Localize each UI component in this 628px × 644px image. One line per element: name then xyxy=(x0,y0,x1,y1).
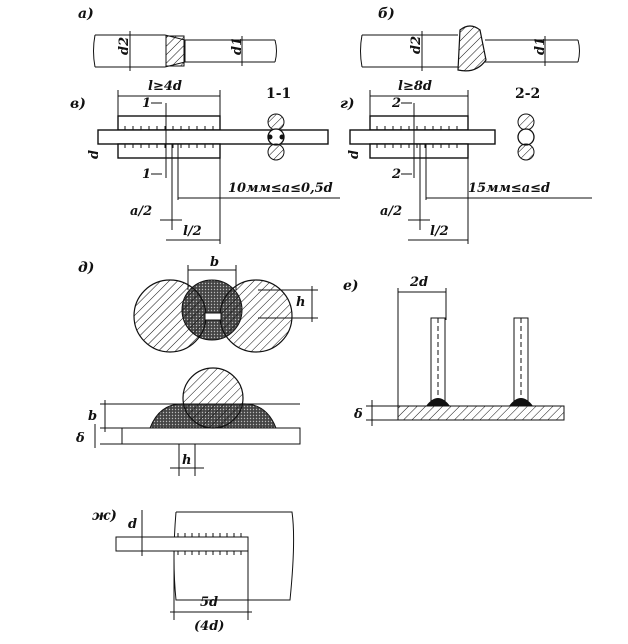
dim-delta-d: δ xyxy=(75,431,85,446)
panel-label-b: б) xyxy=(378,6,395,22)
panel-zh: ж) d 5d (4d) xyxy=(92,508,295,634)
dim-delta-e: δ xyxy=(353,407,363,422)
dim-d-g: d xyxy=(347,150,362,159)
zh-length: 5d xyxy=(200,595,218,610)
v-length-label: l≥4d xyxy=(148,79,182,94)
panel-b: б) d2 d1 xyxy=(360,6,580,72)
panel-label-zh: ж) xyxy=(92,508,117,524)
v-condition: 10мм≤a≤0,5d xyxy=(228,181,333,196)
g-section-title: 2-2 xyxy=(515,86,540,102)
v-section-mark-top: 1 xyxy=(142,96,151,111)
dim-d1-b: d1 xyxy=(533,37,548,55)
dim-d1-a: d1 xyxy=(230,37,245,55)
panel-label-a: а) xyxy=(78,6,94,22)
panel-label-d: д) xyxy=(78,260,94,276)
panel-label-g: г) xyxy=(340,96,355,112)
dim-d2-a: d2 xyxy=(117,37,132,55)
dim-2d: 2d xyxy=(409,275,428,290)
g-half-a: a/2 xyxy=(380,204,402,219)
panel-v: в) l≥4d 1 d 1 10мм≤a≤0,5d a/2 l/2 1-1 xyxy=(70,79,340,244)
dim-d-zh: d xyxy=(128,517,137,532)
dim-b-bottom: b xyxy=(88,409,97,424)
dim-b-top: b xyxy=(210,255,219,270)
dim-h-top: h xyxy=(296,295,305,310)
g-section-mark-bottom: 2 xyxy=(391,167,401,182)
v-half-a: a/2 xyxy=(130,204,152,219)
panel-label-v: в) xyxy=(70,96,86,112)
dim-d2-b: d2 xyxy=(409,36,424,54)
panel-g: г) l≥8d 2 d 2 15мм≤a≤d a/2 l/2 2-2 xyxy=(340,79,592,244)
panel-d: д) b h b δ h xyxy=(75,255,318,476)
g-section-mark-top: 2 xyxy=(391,96,401,111)
v-half-l: l/2 xyxy=(183,224,202,239)
zh-length-alt: (4d) xyxy=(194,619,224,634)
panel-a: а) d2 d1 xyxy=(78,6,277,71)
g-half-l: l/2 xyxy=(430,224,449,239)
dim-d-v: d xyxy=(87,150,102,159)
dim-h-bottom: h xyxy=(182,453,191,468)
v-section-mark-bottom: 1 xyxy=(142,167,151,182)
v-section-title: 1-1 xyxy=(266,86,291,102)
panel-e: е) 2d δ xyxy=(343,275,565,426)
panel-label-e: е) xyxy=(343,278,359,294)
g-condition: 15мм≤a≤d xyxy=(468,181,550,196)
g-length-label: l≥8d xyxy=(398,79,432,94)
